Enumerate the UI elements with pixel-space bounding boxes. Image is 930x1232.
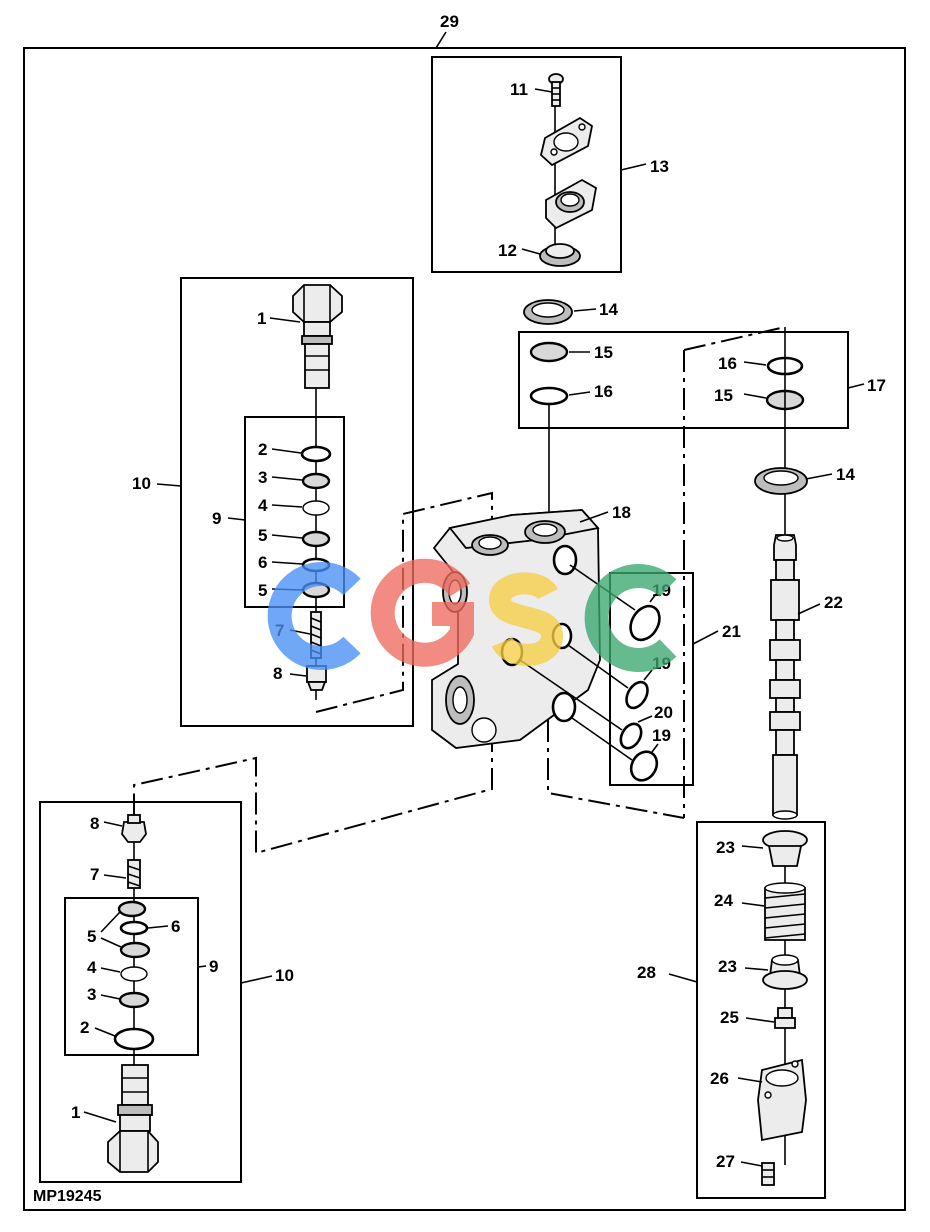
callout-6-top: 6 bbox=[258, 553, 267, 572]
ring-5-bottom bbox=[119, 941, 151, 959]
callout-5b-top: 5 bbox=[258, 581, 267, 600]
bolt-25 bbox=[774, 1007, 796, 1029]
callout-2-top: 2 bbox=[258, 440, 267, 459]
seal-12 bbox=[539, 243, 581, 267]
callout-22: 22 bbox=[824, 593, 843, 612]
oring-19-c bbox=[629, 750, 659, 782]
ring-15-left bbox=[529, 341, 569, 363]
callout-10-top: 10 bbox=[132, 474, 151, 493]
callout-4-bottom: 4 bbox=[87, 958, 97, 977]
outer-frame bbox=[23, 47, 906, 1211]
ring-3-bottom bbox=[118, 991, 150, 1009]
callout-25: 25 bbox=[720, 1008, 739, 1027]
callout-19-c: 19 bbox=[652, 726, 671, 745]
callout-14-top: 14 bbox=[599, 300, 618, 319]
callout-20: 20 bbox=[654, 703, 673, 722]
backup-ring-3-top bbox=[301, 472, 331, 490]
oring-19-b bbox=[625, 680, 649, 710]
kit-box-9-top bbox=[244, 416, 345, 608]
ring-4-top bbox=[302, 500, 330, 516]
cap-26 bbox=[757, 1058, 807, 1142]
callout-14-right: 14 bbox=[836, 465, 855, 484]
callout-28: 28 bbox=[637, 963, 656, 982]
spool-22 bbox=[769, 534, 801, 820]
watermark-letter-c-green bbox=[584, 564, 677, 672]
spring-seat-23-b bbox=[762, 954, 808, 990]
watermark-letter-c-blue bbox=[267, 562, 361, 670]
callout-15-right: 15 bbox=[714, 386, 733, 405]
spring-seat-23-a bbox=[762, 830, 808, 867]
callout-1-top: 1 bbox=[257, 309, 266, 328]
callout-26: 26 bbox=[710, 1069, 729, 1088]
callout-3-bottom: 3 bbox=[87, 985, 96, 1004]
spring-24 bbox=[764, 882, 806, 941]
poppet-8-bottom bbox=[121, 814, 147, 843]
screw-11 bbox=[548, 73, 564, 107]
callout-5-bottom: 5 bbox=[87, 927, 96, 946]
oring-2-top bbox=[300, 445, 332, 463]
callout-5a-top: 5 bbox=[258, 526, 267, 545]
callout-7-bottom: 7 bbox=[90, 865, 99, 884]
screw-27 bbox=[761, 1162, 775, 1186]
gasket-plate bbox=[540, 116, 594, 167]
cartridge-1-bottom bbox=[107, 1064, 159, 1173]
callout-9-bottom: 9 bbox=[209, 957, 218, 976]
callout-29: 29 bbox=[440, 12, 459, 31]
assembly-line-d bbox=[683, 326, 786, 351]
oring-19-a bbox=[629, 604, 661, 642]
watermark-letter-g-red bbox=[370, 558, 474, 667]
callout-4-top: 4 bbox=[258, 496, 268, 515]
callout-9-top: 9 bbox=[212, 509, 221, 528]
callout-17: 17 bbox=[867, 376, 886, 395]
kit-box-28 bbox=[696, 821, 826, 1199]
figure-code: MP19245 bbox=[33, 1188, 102, 1205]
cartridge-1-top bbox=[292, 284, 343, 389]
assembly-line-a bbox=[315, 491, 493, 713]
callout-13: 13 bbox=[650, 157, 669, 176]
kit-box-10-top bbox=[180, 277, 414, 727]
callout-27: 27 bbox=[716, 1152, 735, 1171]
callout-18: 18 bbox=[612, 503, 631, 522]
callout-24: 24 bbox=[714, 891, 733, 910]
callout-23-b: 23 bbox=[718, 957, 737, 976]
watermark-logo bbox=[267, 558, 677, 672]
washer-14-right bbox=[754, 467, 808, 495]
callout-11: 11 bbox=[510, 80, 528, 99]
callout-16-left: 16 bbox=[594, 382, 613, 401]
ring-16-left bbox=[529, 386, 569, 406]
kit-box-13 bbox=[431, 56, 622, 273]
kit-box-10-bottom bbox=[39, 801, 242, 1183]
ring-5-bottom-top bbox=[117, 900, 147, 918]
callout-16-right: 16 bbox=[718, 354, 737, 373]
callout-8-top: 8 bbox=[273, 664, 282, 683]
oring-2-bottom bbox=[113, 1027, 155, 1051]
cover-plate bbox=[545, 178, 597, 230]
oring-20 bbox=[619, 722, 643, 750]
callout-1-bottom: 1 bbox=[71, 1103, 80, 1122]
watermark-letter-s-yellow bbox=[488, 572, 564, 666]
callout-21: 21 bbox=[722, 622, 741, 641]
ring-4-bottom bbox=[120, 966, 148, 982]
callout-6-bottom: 6 bbox=[171, 917, 180, 936]
assembly-line-e bbox=[547, 720, 685, 819]
callout-8-bottom: 8 bbox=[90, 814, 99, 833]
kit-box-9-bottom bbox=[64, 897, 199, 1056]
washer-14-top bbox=[523, 299, 573, 325]
callout-10-bottom: 10 bbox=[275, 966, 294, 985]
callout-2-bottom: 2 bbox=[80, 1018, 89, 1037]
assembly-line-f bbox=[133, 730, 493, 855]
ring-5a-top bbox=[301, 530, 331, 548]
oring-6-bottom bbox=[119, 920, 149, 936]
callout-3-top: 3 bbox=[258, 468, 267, 487]
callout-15-left: 15 bbox=[594, 343, 613, 362]
callout-23-a: 23 bbox=[716, 838, 735, 857]
callout-12: 12 bbox=[498, 241, 517, 260]
spring-7-bottom bbox=[127, 859, 141, 889]
